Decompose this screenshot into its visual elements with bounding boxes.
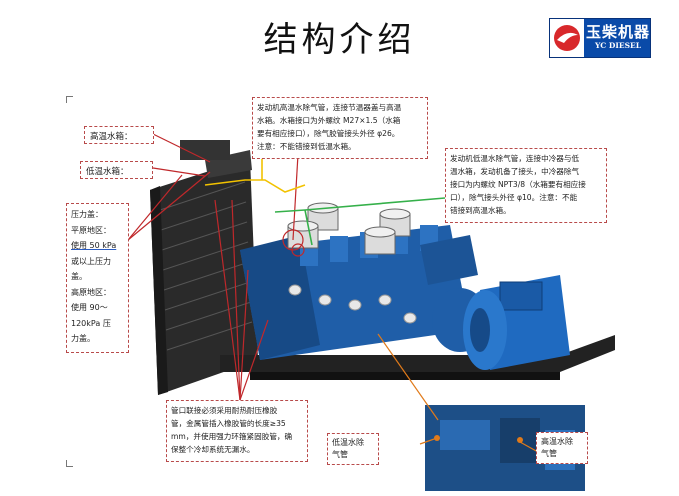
callout-lines-green (274, 197, 446, 246)
page-title: 结构介绍 (263, 20, 416, 60)
marker-circles (282, 229, 305, 257)
engine-block (240, 225, 470, 360)
yuchai-logo-icon (550, 19, 585, 57)
note-pressure-cap: 压力盖： 平原地区： 使用 50 kPa 或以上压力 盖。 高原地区： 使用 9… (66, 203, 129, 353)
radiator (150, 140, 258, 395)
brand-logo: 玉柴机器 YC DIESEL (549, 18, 651, 58)
crop-mark (66, 460, 73, 467)
label-low-temp-vent: 低温水除 气管 (327, 433, 379, 465)
note-high-temp-pipe: 发动机高温水除气管，连接节温器盖与高温 水箱。水箱接口为外螺纹 M27×1.5（… (252, 97, 428, 159)
callout-lines-red (127, 119, 301, 401)
label-high-temp-tank: 高温水箱： (84, 126, 154, 144)
air-filters (287, 202, 411, 255)
label-high-temp-vent: 高温水除 气管 (536, 432, 588, 464)
brand-name-cn: 玉柴机器 (586, 23, 651, 41)
label-low-temp-tank: 低温水箱： (80, 161, 153, 179)
alternator (463, 275, 570, 370)
crop-mark (66, 96, 73, 103)
note-hose-connection: 管口联接必须采用耐热耐压橡胶 管，金属管插入橡胶管的长度≥35 mm，并使用强力… (166, 400, 308, 462)
callout-lines-orange (377, 333, 539, 453)
brand-name-en: YC DIESEL (595, 41, 641, 50)
note-low-temp-pipe: 发动机低温水除气管，连接中冷器与低 温水箱，发动机备了接头，中冷器除气 接口为内… (445, 148, 607, 223)
